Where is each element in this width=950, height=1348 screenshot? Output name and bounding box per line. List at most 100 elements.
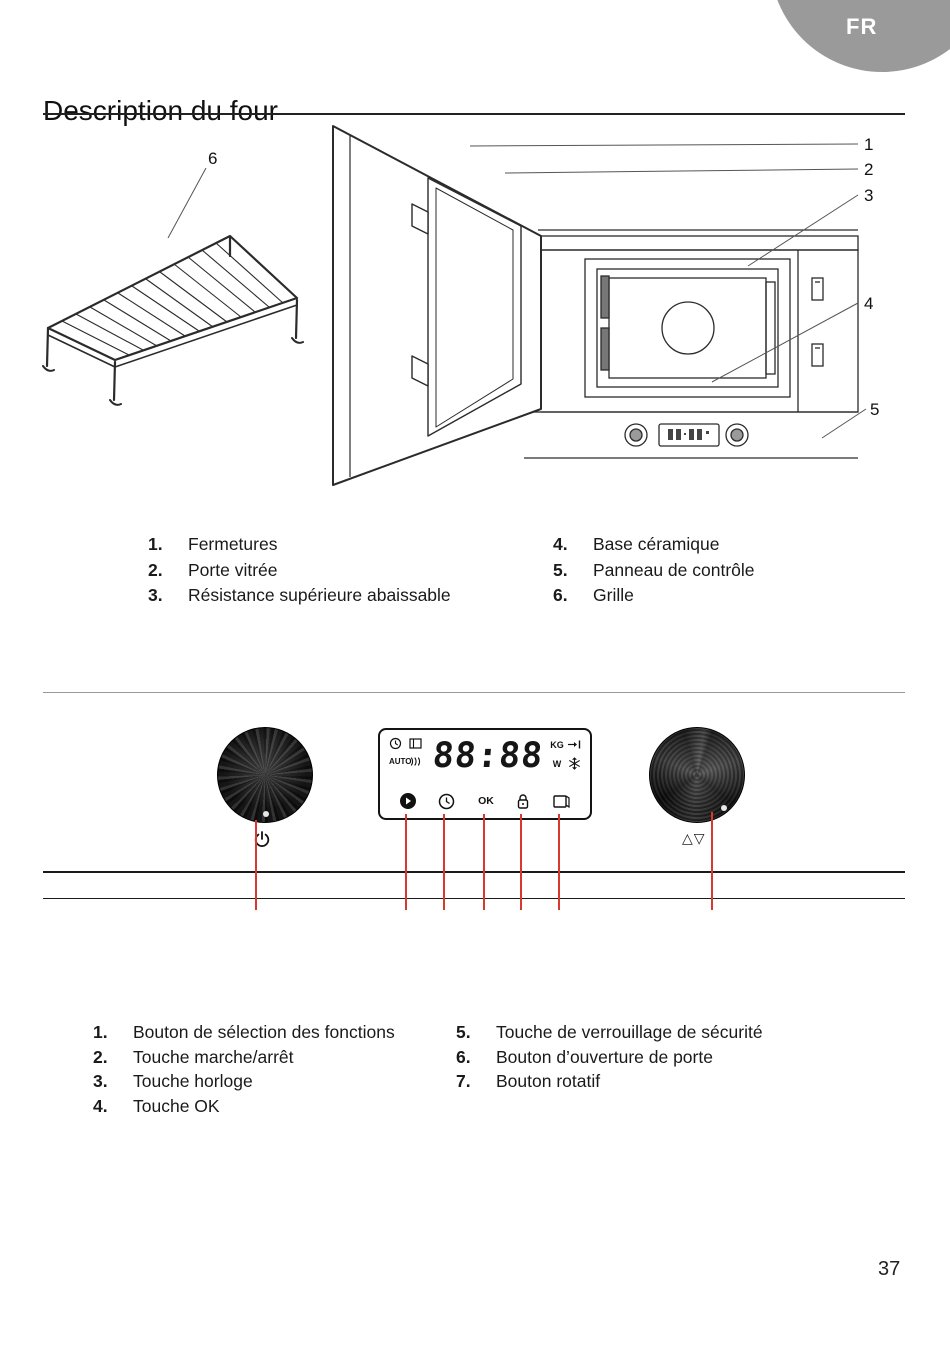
- item-num: 1.: [148, 534, 163, 554]
- parts-legend-col1: 1. Fermetures 2. Porte vitrée 3. Résistance…: [148, 534, 451, 611]
- defrost-time-icon: [567, 740, 580, 749]
- display-buttons-row: OK: [380, 792, 590, 816]
- item-num: 2.: [93, 1046, 108, 1067]
- item-label: Touche marche/arrêt: [133, 1046, 294, 1067]
- start-button: [399, 792, 417, 810]
- callout-6: 6: [208, 149, 217, 168]
- snowflake-icon: [568, 757, 580, 770]
- knob-pointer-dot: [721, 805, 727, 811]
- display-digits: 88:88: [431, 736, 545, 776]
- control-panel-diagram: AUTO 88:88 KG W: [0, 690, 950, 930]
- callout-line-lock: [520, 814, 522, 910]
- play-icon: [400, 793, 416, 809]
- ok-button: OK: [477, 792, 495, 810]
- updown-symbol: △▽: [682, 830, 706, 846]
- callout-1: 1: [864, 135, 873, 154]
- timer-icon: [389, 737, 402, 750]
- legend-item: 2. Porte vitrée: [148, 560, 451, 586]
- item-num: 3.: [148, 585, 163, 605]
- auto-label: AUTO: [389, 756, 412, 766]
- callout-line-clock: [443, 814, 445, 910]
- controls-legend-col1: 1. Bouton de sélection des fonctions 2. To…: [93, 1022, 395, 1120]
- item-label: Touche horloge: [133, 1071, 253, 1091]
- legend-item: 6. Grille: [553, 585, 755, 611]
- callout-line-knob-left: [255, 820, 257, 910]
- item-num: 2.: [148, 559, 163, 580]
- legend-item: 3. Résistance supérieure abaissable: [148, 585, 451, 611]
- legend-item: 7. Bouton rotatif: [456, 1071, 763, 1096]
- separator-line-1: [43, 871, 905, 873]
- oven-door-icon: [409, 738, 422, 749]
- legend-item: 3. Touche horloge: [93, 1071, 395, 1096]
- item-label: Bouton de sélection des fonctions: [133, 1022, 395, 1042]
- item-num: 6.: [456, 1046, 471, 1067]
- legend-item: 4. Base céramique: [553, 534, 755, 560]
- item-num: 4.: [553, 534, 568, 554]
- kg-label: KG: [550, 739, 564, 750]
- section-divider: [43, 692, 905, 693]
- callout-line-knob-right: [711, 812, 713, 910]
- legend-item: 4. Touche OK: [93, 1096, 395, 1121]
- item-label: Bouton d’ouverture de porte: [496, 1046, 713, 1067]
- knob-pointer-dot: [263, 811, 269, 817]
- ok-label: OK: [478, 795, 494, 807]
- item-num: 4.: [93, 1095, 108, 1116]
- display-left-icons: AUTO: [389, 737, 429, 767]
- item-num: 6.: [553, 585, 568, 605]
- lock-icon: [517, 793, 529, 809]
- oven-body: [523, 229, 859, 413]
- callout-2: 2: [864, 160, 873, 179]
- item-label: Panneau de contrôle: [593, 559, 755, 580]
- legend-item: 1. Fermetures: [148, 534, 451, 560]
- item-num: 3.: [93, 1071, 108, 1091]
- legend-item: 6. Bouton d’ouverture de porte: [456, 1047, 763, 1072]
- item-num: 7.: [456, 1071, 471, 1091]
- callout-5: 5: [870, 400, 879, 419]
- parts-legend-col2: 4. Base céramique 5. Panneau de contrôle 6…: [553, 534, 755, 611]
- legend-item: 5. Touche de verrouillage de sécurité: [456, 1022, 763, 1047]
- controls-legend-col2: 5. Touche de verrouillage de sécurité 6. B…: [456, 1022, 763, 1096]
- oven-diagram: 1 2 3 4 5 6: [0, 116, 950, 512]
- page-title: Description du four: [43, 94, 279, 126]
- legend-item: 1. Bouton de sélection des fonctions: [93, 1022, 395, 1047]
- mini-display-digits: [668, 429, 709, 440]
- callout-3: 3: [864, 186, 873, 205]
- item-num: 5.: [456, 1022, 471, 1042]
- legend-item: 2. Touche marche/arrêt: [93, 1047, 395, 1072]
- language-badge-label: FR: [846, 14, 878, 39]
- callout-4: 4: [864, 294, 873, 313]
- watt-label: W: [552, 758, 562, 769]
- grille-rack: [42, 234, 304, 406]
- oven-illustration: 1 2 3 4 5 6: [42, 125, 879, 486]
- title-rule: [43, 113, 905, 115]
- callout-lines: [167, 143, 867, 439]
- item-label: Résistance supérieure abaissable: [188, 585, 451, 605]
- lock-button: [514, 792, 532, 810]
- item-label: Bouton rotatif: [496, 1071, 601, 1091]
- callout-line-start: [405, 814, 407, 910]
- item-label: Grille: [593, 585, 634, 605]
- legend-item: 5. Panneau de contrôle: [553, 560, 755, 586]
- item-label: Touche de verrouillage de sécurité: [496, 1022, 763, 1042]
- clock-button: [437, 792, 455, 810]
- item-label: Porte vitrée: [188, 559, 278, 580]
- function-selector-knob: [217, 727, 313, 823]
- display-right-icons: KG W: [548, 739, 582, 770]
- item-label: Fermetures: [188, 534, 278, 554]
- item-num: 5.: [553, 559, 568, 580]
- item-label: Base céramique: [593, 534, 720, 554]
- callout-line-door: [558, 814, 560, 910]
- page-number: 37: [878, 1258, 901, 1280]
- separator-line-2: [43, 898, 905, 899]
- rotary-knob: [649, 727, 745, 823]
- item-num: 1.: [93, 1022, 108, 1042]
- display-panel: AUTO 88:88 KG W: [378, 728, 592, 820]
- oven-control-strip: [524, 411, 858, 459]
- door-open-icon: [552, 794, 570, 808]
- oven-door: [332, 125, 542, 486]
- item-label: Touche OK: [133, 1095, 220, 1116]
- door-open-button: [552, 792, 570, 810]
- clock-icon: [438, 793, 454, 809]
- callout-line-ok: [483, 814, 485, 910]
